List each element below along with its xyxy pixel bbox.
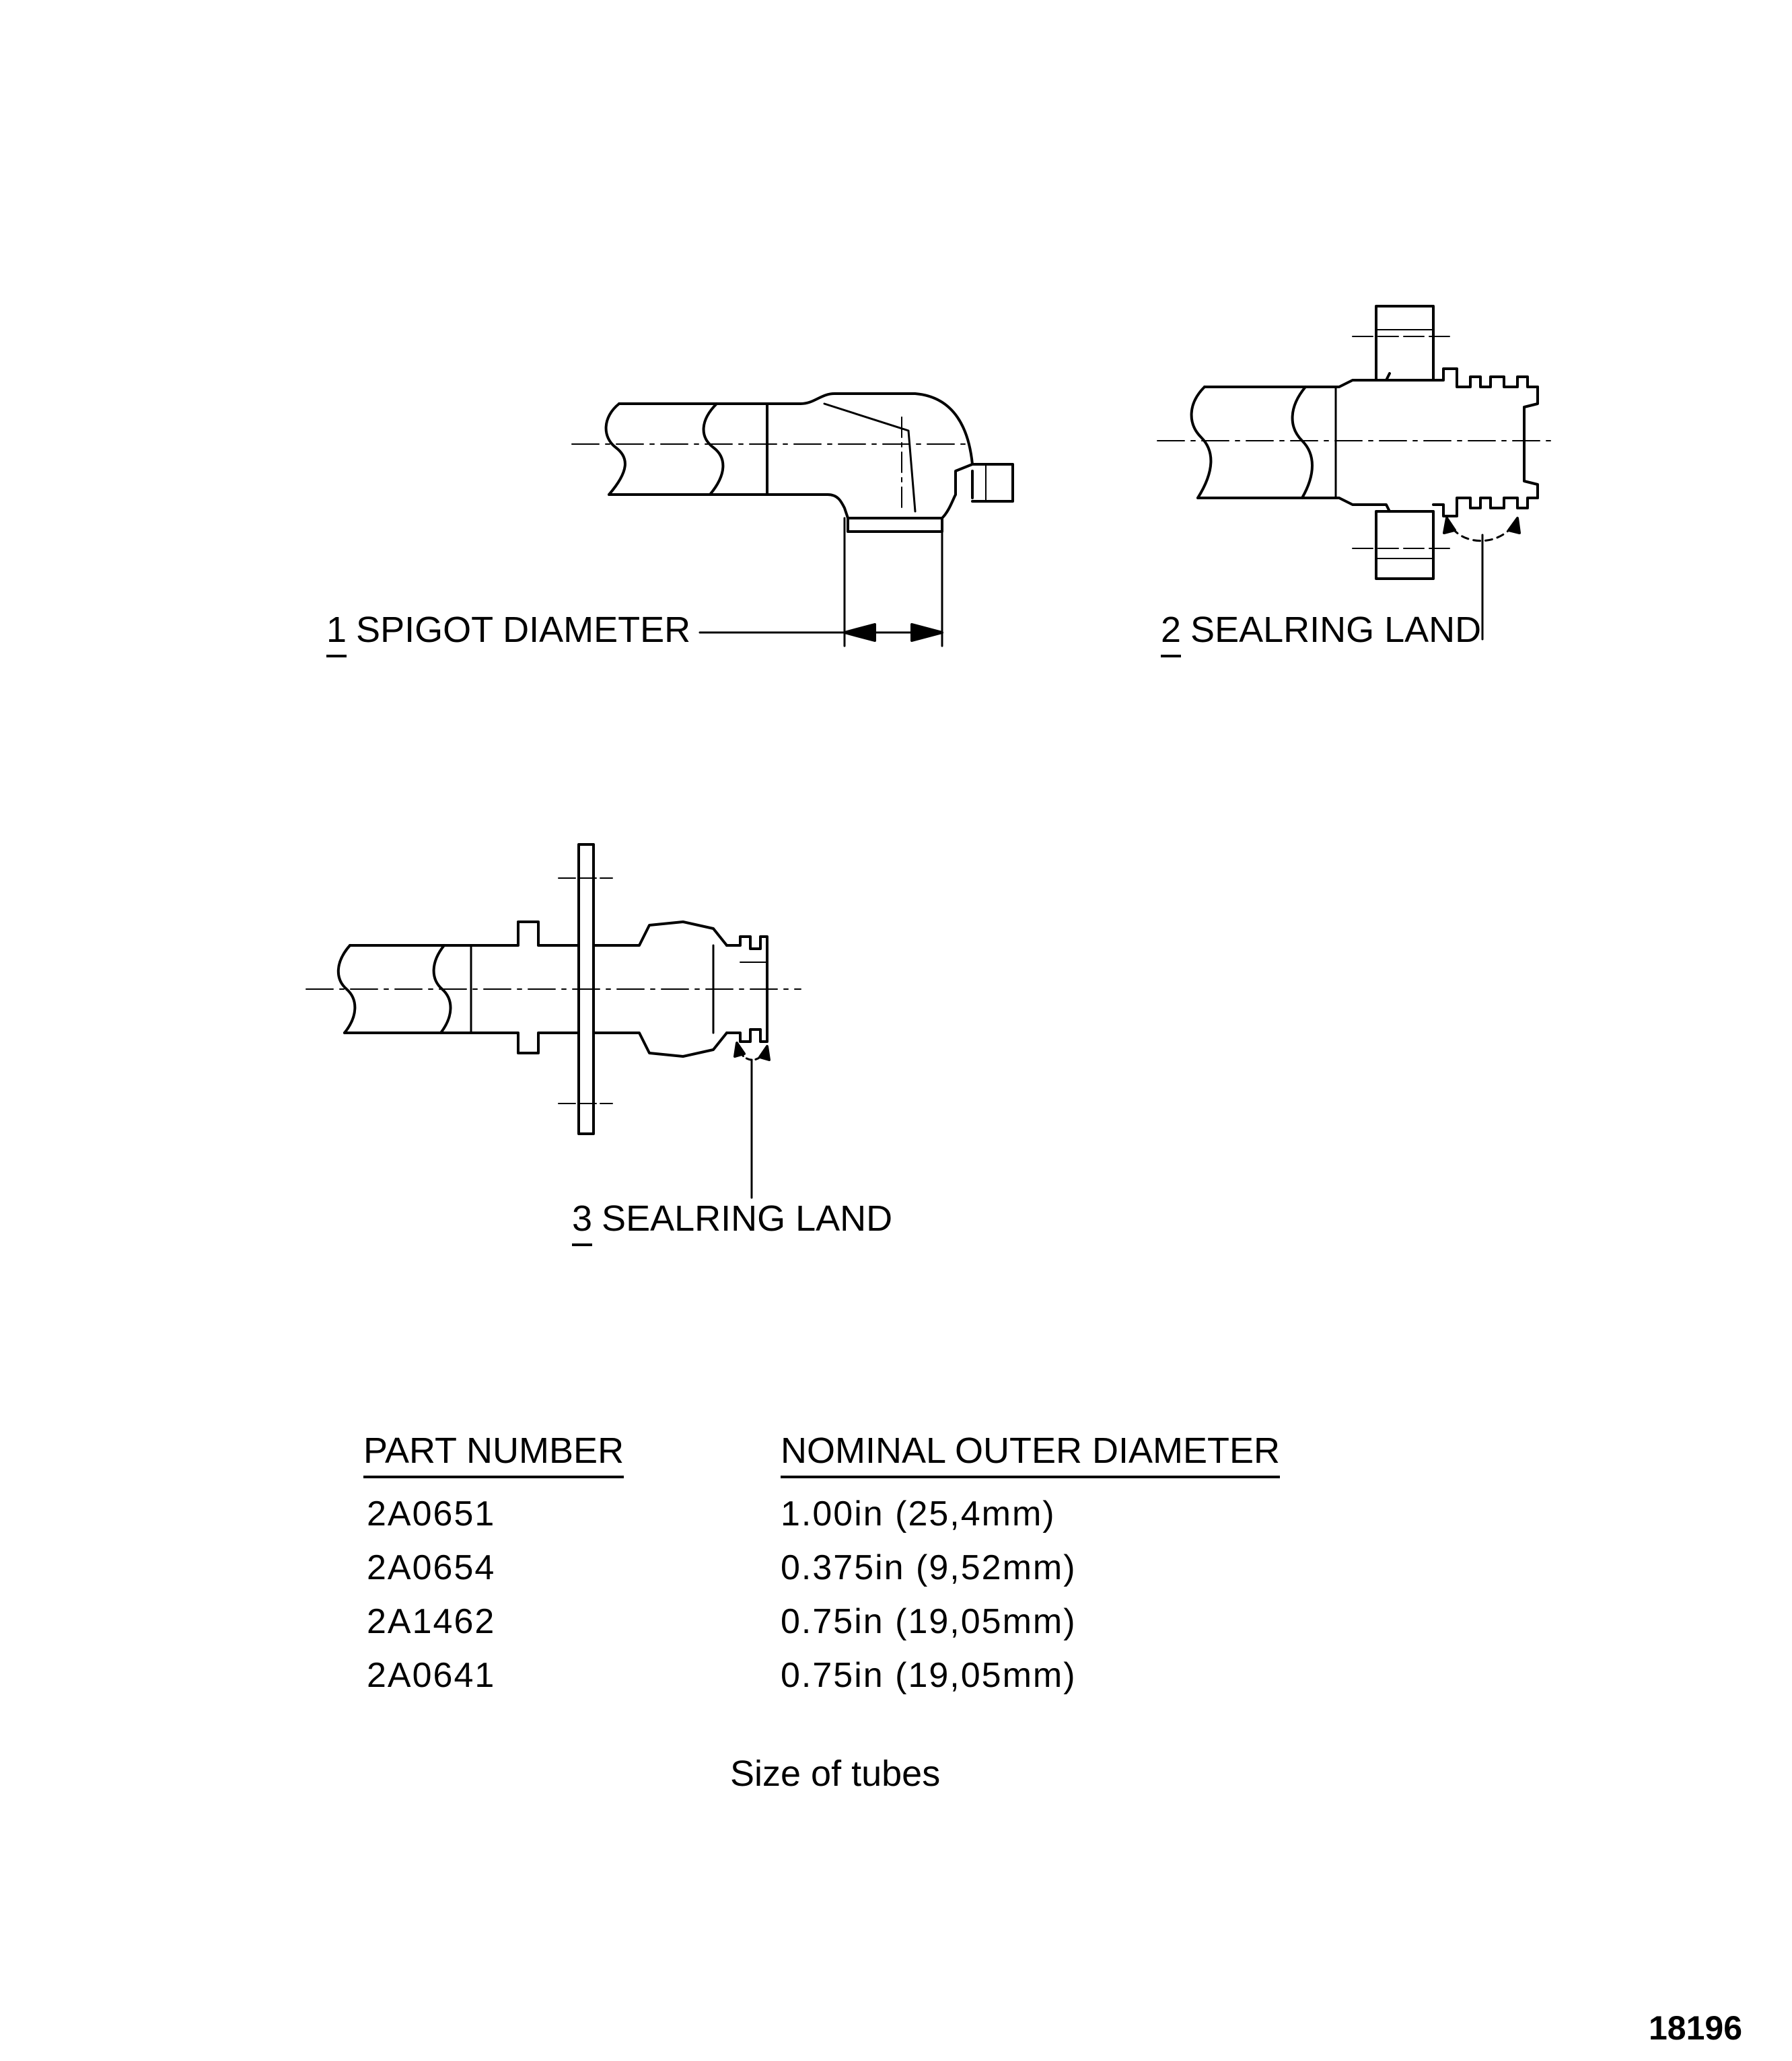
column-header-part-number: PART NUMBER [363, 1430, 624, 1478]
tube-3-sealring-drawing [306, 843, 801, 1199]
label-text: SEALRING LAND [1190, 610, 1482, 650]
table-cell-part-number: 2A0654 [367, 1548, 496, 1587]
figure-caption: Size of tubes [730, 1753, 941, 1794]
tube-1-spigot-drawing [571, 392, 1014, 647]
label-text: SPIGOT DIAMETER [356, 610, 691, 650]
table-cell-diameter: 0.75in (19,05mm) [781, 1602, 1077, 1641]
table-cell-diameter: 0.75in (19,05mm) [781, 1656, 1077, 1695]
table-cell-diameter: 1.00in (25,4mm) [781, 1494, 1056, 1533]
column-header-nominal-outer-diameter: NOMINAL OUTER DIAMETER [781, 1430, 1281, 1478]
label-number: 1 [326, 609, 347, 657]
label-number: 3 [572, 1198, 593, 1246]
label-number: 2 [1161, 609, 1182, 657]
tube-2-sealring-drawing [1157, 305, 1555, 641]
table-cell-part-number: 2A1462 [367, 1602, 496, 1641]
label-text: SEALRING LAND [602, 1198, 893, 1239]
figure-id: 18196 [1649, 2009, 1743, 2047]
table-cell-diameter: 0.375in (9,52mm) [781, 1548, 1077, 1587]
table-cell-part-number: 2A0651 [367, 1494, 496, 1533]
table-cell-part-number: 2A0641 [367, 1656, 496, 1695]
